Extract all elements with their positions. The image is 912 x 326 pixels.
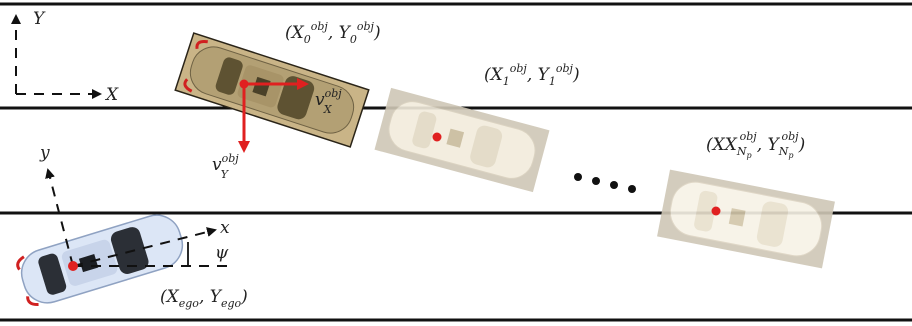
ego-position-x: X [165, 287, 180, 307]
object-0-x: X [290, 23, 305, 43]
ellipsis-dots [574, 173, 636, 193]
object-0-open: ( [285, 23, 292, 43]
object-car-1-center-point [432, 132, 442, 142]
object-1-close: ) [572, 65, 580, 85]
object-np-position-label: (XXNpobj, YNpobj) [706, 130, 805, 160]
velocity-x-sup: obj [325, 87, 343, 100]
object-car-0-taillight-left [195, 40, 208, 50]
global-x-label: X [104, 85, 119, 105]
object-1-x-sup: obj [510, 62, 528, 75]
ego-car-sunroof [78, 254, 99, 273]
ego-car-taillight-right [26, 296, 39, 307]
object-np-close: ) [798, 135, 806, 155]
object-np-open: ( [706, 135, 713, 155]
object-car-np [657, 169, 835, 269]
ego-position-sep: , [199, 287, 210, 307]
global-axes: Y X [11, 9, 119, 105]
object-car-1-sunroof [446, 128, 465, 148]
ego-position-x-sub: ego [179, 297, 200, 310]
object-car-1-windshield [470, 125, 503, 168]
velocity-y-symbol: v [212, 155, 222, 175]
object-car-1 [374, 87, 550, 193]
ego-y-label: y [39, 143, 50, 163]
object-car-0-rear-window [215, 57, 243, 95]
object-car-np-sunroof [728, 208, 746, 227]
object-0-x-sub: 0 [304, 33, 311, 46]
object-np-x-sub: N [736, 145, 747, 158]
object-np-y-sub: N [778, 145, 789, 158]
object-np-y: Y [768, 135, 781, 155]
ego-car-taillight-left [16, 255, 25, 271]
velocity-y-sup: obj [222, 152, 240, 165]
ego-car-windshield [110, 227, 149, 274]
object-1-y-sup: obj [556, 62, 574, 75]
ego-x-label: x [220, 218, 230, 238]
object-0-x-sup: obj [311, 20, 329, 33]
object-1-position-label: (X1obj, Y1obj) [484, 62, 580, 88]
object-car-1-rear-window [412, 111, 437, 149]
object-0-y-sup: obj [357, 20, 375, 33]
object-np-x: XX [711, 135, 738, 155]
ego-car-rear-window [38, 253, 67, 295]
ego-axes: y x ψ [39, 143, 230, 271]
object-np-x-sup: obj [740, 130, 758, 143]
object-car-np-windshield [756, 201, 789, 247]
ellipsis-dot [610, 181, 618, 189]
object-car-np-rear-window [694, 190, 718, 232]
object-1-x-sub: 1 [503, 75, 510, 88]
object-car-np-center-point [711, 206, 721, 216]
object-0-position-label: (X0obj, Y0obj) [285, 20, 381, 46]
object-1-sep: , [527, 65, 538, 85]
object-car-0-sunroof [252, 76, 271, 97]
ellipsis-dot [574, 173, 582, 181]
object-1-y-sub: 1 [549, 75, 556, 88]
object-0-y-sub: 0 [350, 33, 357, 46]
ellipsis-dot [628, 185, 636, 193]
ego-center-point [68, 261, 78, 271]
ellipsis-dot [592, 177, 600, 185]
object-np-y-sup: obj [781, 130, 799, 143]
object-1-x: X [489, 65, 504, 85]
ego-position-label: (Xego, Yego) [160, 287, 248, 310]
object-1-y: Y [538, 65, 551, 85]
velocity-x-symbol: v [315, 90, 325, 110]
global-y-label: Y [33, 9, 46, 29]
object-np-y-subsub: p [788, 151, 793, 160]
ego-x-axis [72, 227, 217, 267]
object-0-sep: , [328, 23, 339, 43]
object-np-sep: , [757, 135, 768, 155]
ego-yaw-label: ψ [215, 243, 229, 263]
ego-position-y-sub: ego [221, 297, 242, 310]
ego-position-y: Y [210, 287, 223, 307]
ego-car [16, 214, 184, 307]
velocity-y-sub: Y [221, 168, 230, 181]
ego-position-close: ) [240, 287, 248, 307]
object-0-y: Y [339, 23, 352, 43]
ego-position-open: ( [160, 287, 167, 307]
velocity-x-sub: X [323, 103, 333, 116]
object-car-0-taillight-right [183, 78, 193, 93]
object-np-x-subsub: p [746, 151, 751, 160]
object-1-open: ( [484, 65, 491, 85]
object-0-close: ) [373, 23, 381, 43]
